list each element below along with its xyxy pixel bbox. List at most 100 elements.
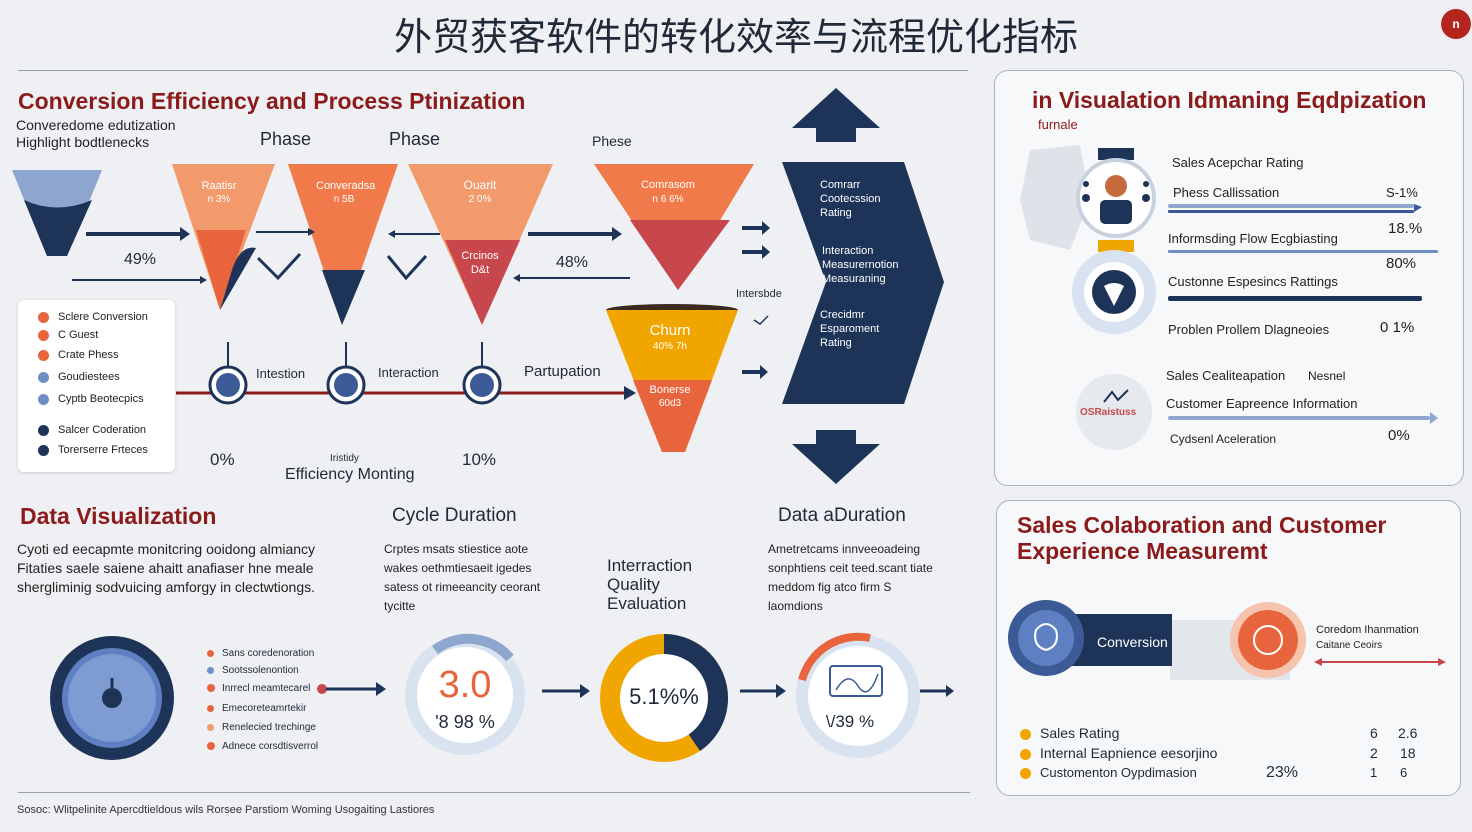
list-item: Sootssolenontion [207,663,318,679]
funnel-2 [288,164,398,325]
funnel-3-value: 2 0% [468,194,492,205]
list-dot [207,704,214,712]
legend-item: Crate Phess [38,344,175,366]
legend-item: Goudiestees [38,366,175,388]
panel-row-1: Sales Acepchar Rating [1172,155,1304,170]
panel-row-8: Customer Eapreence Information [1166,396,1358,411]
conversion-label: Conversion [1097,634,1168,650]
panel-row-9-value: 0% [1388,427,1410,444]
list-item: Customenton Oypdimasion 1 6 [1020,763,1420,783]
subtitle-1: Converedome edutization [16,117,176,133]
list-dot [207,666,214,674]
funnel-3-label: Ouarit [463,178,497,192]
arrow-down-icon [792,430,880,484]
sales-list: Sales Rating 6 2.6 Internal Eapnience ee… [1020,723,1420,783]
arrow-up-icon [792,88,880,142]
panel-row-6-value: 0 1% [1380,319,1415,336]
chat-icon [1238,610,1298,670]
side-label-1: Coredom Ihanmation [1316,624,1419,636]
status-badge: OSRaistuss [1080,407,1137,418]
funnel-2-label: Converadsa [316,180,376,192]
churn-sub-label: Bonerse [649,384,691,396]
list-item: Internal Eapnience eesorjino 2 18 [1020,743,1420,763]
logo[interactable]: n [1441,9,1471,39]
footer-divider [18,792,970,793]
pct-ten: 10% [462,450,497,469]
sales-percent: 23% [1266,764,1299,781]
source-note: Sosoc: Wlitpelinite Apercdtieldous wils … [17,804,435,816]
legend-item: Cyptb Beotecpics [38,388,175,410]
panel-row-7-value: Nesnel [1308,369,1346,383]
panel-subheading: furnale [1038,117,1078,132]
legend-item: C Guest [38,326,175,344]
list-dot [207,723,214,731]
list-item: Emecoreteamrtekir [207,699,318,719]
funnel-3-inner-label: Crcinos [461,250,499,262]
panel-heading: in Visualation Idmaning Eqdpization [1032,87,1427,113]
legend-dot [38,349,49,361]
divider [18,70,968,71]
data-visualization-paragraph: Cyoti ed eecapmte monitcring ooidong alm… [17,541,316,595]
timeline-label-2: Interaction [378,365,439,380]
efficiency-monitoring: Efficiency Monting [285,466,415,483]
legend-item: Salcer Coderation [38,420,175,440]
funnel-1-value: n 3% [207,194,231,205]
legend-dot [38,371,49,383]
legend-dot [38,424,49,436]
cycle-duration-heading: Cycle Duration [392,505,517,526]
legend-dot [38,393,49,405]
funnel-2-value: n 5B [333,194,355,205]
panel-row-4-value: 80% [1386,255,1417,272]
panel-graphics [1020,145,1438,450]
panel-row-7: Sales Cealiteapation [1166,368,1286,383]
avatar [1076,158,1156,238]
list-item: Adnece corsdtisverrol [207,737,318,757]
list-dot [207,684,215,693]
list-dot [207,742,215,751]
list-item: Renelecied trechinge [207,719,318,737]
legend-item: Torerserre Frteces [38,440,175,460]
churn-sub-value: 60d3 [658,398,682,409]
subtitle-2: Highlight bodtlenecks [16,134,150,150]
page-title: 外贸获客软件的转化效率与流程优化指标 [393,15,1078,59]
funnel-4-value: n 6 6% [652,194,684,205]
panel-row-3-value: 18.% [1388,220,1423,237]
list-dot [1020,748,1031,760]
funnel-4-label: Comrasom [641,179,695,191]
list-dot [1020,768,1031,780]
section-heading-conversion: Conversion Efficiency and Process Ptiniz… [18,88,526,114]
panel-row-2: Phess Callissation [1173,185,1280,200]
percent-mid: 48% [556,254,589,271]
funnel-1-label: Raatisr [201,180,237,192]
side-label-2: Caitane Ceoirs [1316,640,1383,651]
percent-left: 49% [124,251,157,268]
monitoring-small: Iristidy [330,453,359,464]
legend-item: Sclere Conversion [38,308,175,326]
phase-label-2: Phase [389,129,441,149]
churn-label: Churn [649,322,691,339]
phase-label-1: Phase [260,129,312,149]
list-dot [1020,728,1031,740]
panel-row-2-value: S-1% [1386,185,1418,200]
legend-dot [38,444,49,456]
panel-row-3: Informsding Flow Ecgbiasting [1168,231,1338,246]
gauge-3-value: \/39 % [825,712,875,731]
funnel-3-inner-value: D&t [470,264,490,276]
timeline-label-1: Intestion [256,366,306,381]
funnel-fill-blue [24,200,92,256]
panel-row-9: Cydsenl Aceleration [1170,432,1277,446]
pct-zero: 0% [210,450,235,469]
panel-row-5: Custonne Espesincs Rattings [1168,274,1338,289]
list-item: Inrrecl meamtecarel [207,679,318,699]
data-duration-heading: Data aDuration [778,505,906,526]
panel-row-6: Problen Prollem Dlagneoies [1168,322,1330,337]
list-item: Sales Rating 6 2.6 [1020,723,1420,743]
legend-dot [38,329,49,341]
gauge-list: Sans coredenoration Sootssolenontion Inr… [207,645,318,757]
legend-dot [38,311,49,323]
